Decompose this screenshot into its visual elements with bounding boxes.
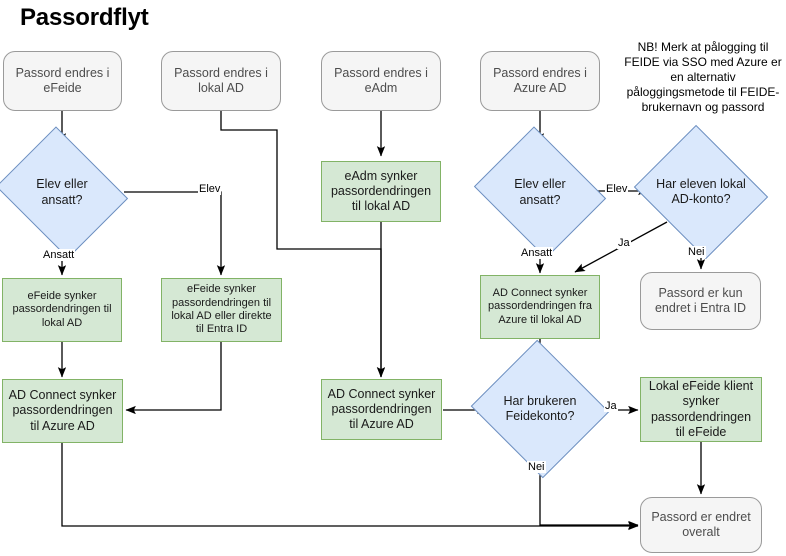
node-process-efeide-synker-ansatt[interactable]: eFeide synker passordendringen til lokal…: [2, 278, 122, 342]
node-process-adconnect-azure-til-lokal-ad[interactable]: AD Connect synker passordendringen fra A…: [480, 275, 600, 339]
edge-label-elev-azure: Elev: [605, 183, 629, 195]
edge-label-elev-left: Elev: [198, 183, 222, 195]
node-process-adconnect-til-azure-ad-mid[interactable]: AD Connect synker passordendringen til A…: [321, 379, 442, 440]
node-label: Passord er endret overalt: [651, 509, 751, 539]
node-start-passord-endres-azure-ad[interactable]: Passord endres i Azure AD: [480, 51, 600, 111]
edge-label-ansatt-azure: Ansatt: [520, 247, 554, 259]
edge-label-ansatt-left: Ansatt: [42, 249, 76, 261]
node-label: Passord endres i lokal AD: [174, 65, 268, 95]
node-process-eadm-synker[interactable]: eAdm synker passordendringen til lokal A…: [321, 161, 441, 222]
node-end-passord-endret-overalt[interactable]: Passord er endret overalt: [640, 497, 762, 553]
edge-label-nei-ad-konto: Nei: [687, 246, 706, 258]
node-label: AD Connect synker passordendringen til A…: [327, 386, 436, 432]
node-label: eFeide synker passordendringen til lokal…: [12, 289, 112, 329]
node-process-adconnect-til-azure-ad-left[interactable]: AD Connect synker passordendringen til A…: [2, 379, 123, 443]
node-decision-elev-eller-ansatt-left[interactable]: Elev eller ansatt?: [0, 126, 129, 259]
node-decision-har-eleven-lokal-ad-konto[interactable]: Har eleven lokal AD-konto?: [633, 124, 769, 260]
node-decision-elev-eller-ansatt-azure[interactable]: Elev eller ansatt?: [473, 126, 607, 259]
edge-elev-to-efeide-elev-sync: [124, 191, 226, 276]
node-label: eAdm synker passordendringen til lokal A…: [330, 168, 432, 214]
edge-label-nei-feide: Nei: [527, 461, 546, 473]
edge-efeide-elev-to-adconnect-left: [125, 342, 222, 415]
node-label: Passord endres i Azure AD: [493, 65, 587, 95]
page-title: Passordflyt: [20, 4, 149, 31]
node-label: Har brukeren Feidekonto?: [503, 393, 577, 423]
edge-label-ja-feide: Ja: [604, 400, 618, 412]
node-label: Passord endres i eAdm: [334, 65, 428, 95]
node-label: Elev eller ansatt?: [36, 177, 88, 207]
node-label: Elev eller ansatt?: [514, 177, 566, 207]
node-label: Lokal eFeide klient synker passordendrin…: [648, 379, 754, 439]
node-decision-har-brukeren-feidekonto[interactable]: Har brukeren Feidekonto?: [470, 339, 610, 479]
edge-label-ja-ad-konto: Ja: [617, 237, 631, 249]
node-label: eFeide synker passordendringen til lokal…: [171, 283, 272, 336]
node-end-passord-kun-endret-entra-id[interactable]: Passord er kun endret i Entra ID: [640, 272, 761, 330]
node-label: AD Connect synker passordendringen til A…: [8, 388, 117, 433]
node-process-lokal-efeide-klient[interactable]: Lokal eFeide klient synker passordendrin…: [640, 377, 762, 442]
note-feide-sso: NB! Merk at pålogging til FEIDE via SSO …: [624, 40, 782, 114]
node-label: Passord endres i eFeide: [15, 65, 110, 95]
node-label: Har eleven lokal AD-konto?: [656, 176, 746, 206]
node-process-efeide-synker-elev[interactable]: eFeide synker passordendringen til lokal…: [161, 278, 282, 342]
node-label: AD Connect synker passordendringen fra A…: [488, 286, 592, 326]
node-start-passord-endres-efeide[interactable]: Passord endres i eFeide: [3, 51, 122, 111]
node-start-passord-endres-lokal-ad[interactable]: Passord endres i lokal AD: [161, 51, 281, 111]
node-start-passord-endres-eadm[interactable]: Passord endres i eAdm: [321, 51, 441, 111]
node-label: Passord er kun endret i Entra ID: [654, 285, 746, 315]
